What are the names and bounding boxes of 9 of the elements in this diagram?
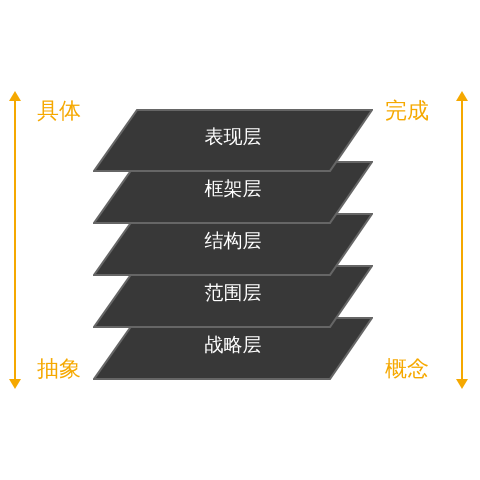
layer-label: 表现层 xyxy=(204,125,262,149)
scale-label: 完成 xyxy=(385,99,429,125)
layer-label: 战略层 xyxy=(204,333,262,357)
scale-label: 具体 xyxy=(37,99,81,125)
layer-label: 结构层 xyxy=(204,229,262,253)
layer-label: 范围层 xyxy=(204,281,262,305)
layer-label: 框架层 xyxy=(204,177,262,201)
scale-label: 抽象 xyxy=(37,357,81,383)
scale-label: 概念 xyxy=(385,357,429,383)
